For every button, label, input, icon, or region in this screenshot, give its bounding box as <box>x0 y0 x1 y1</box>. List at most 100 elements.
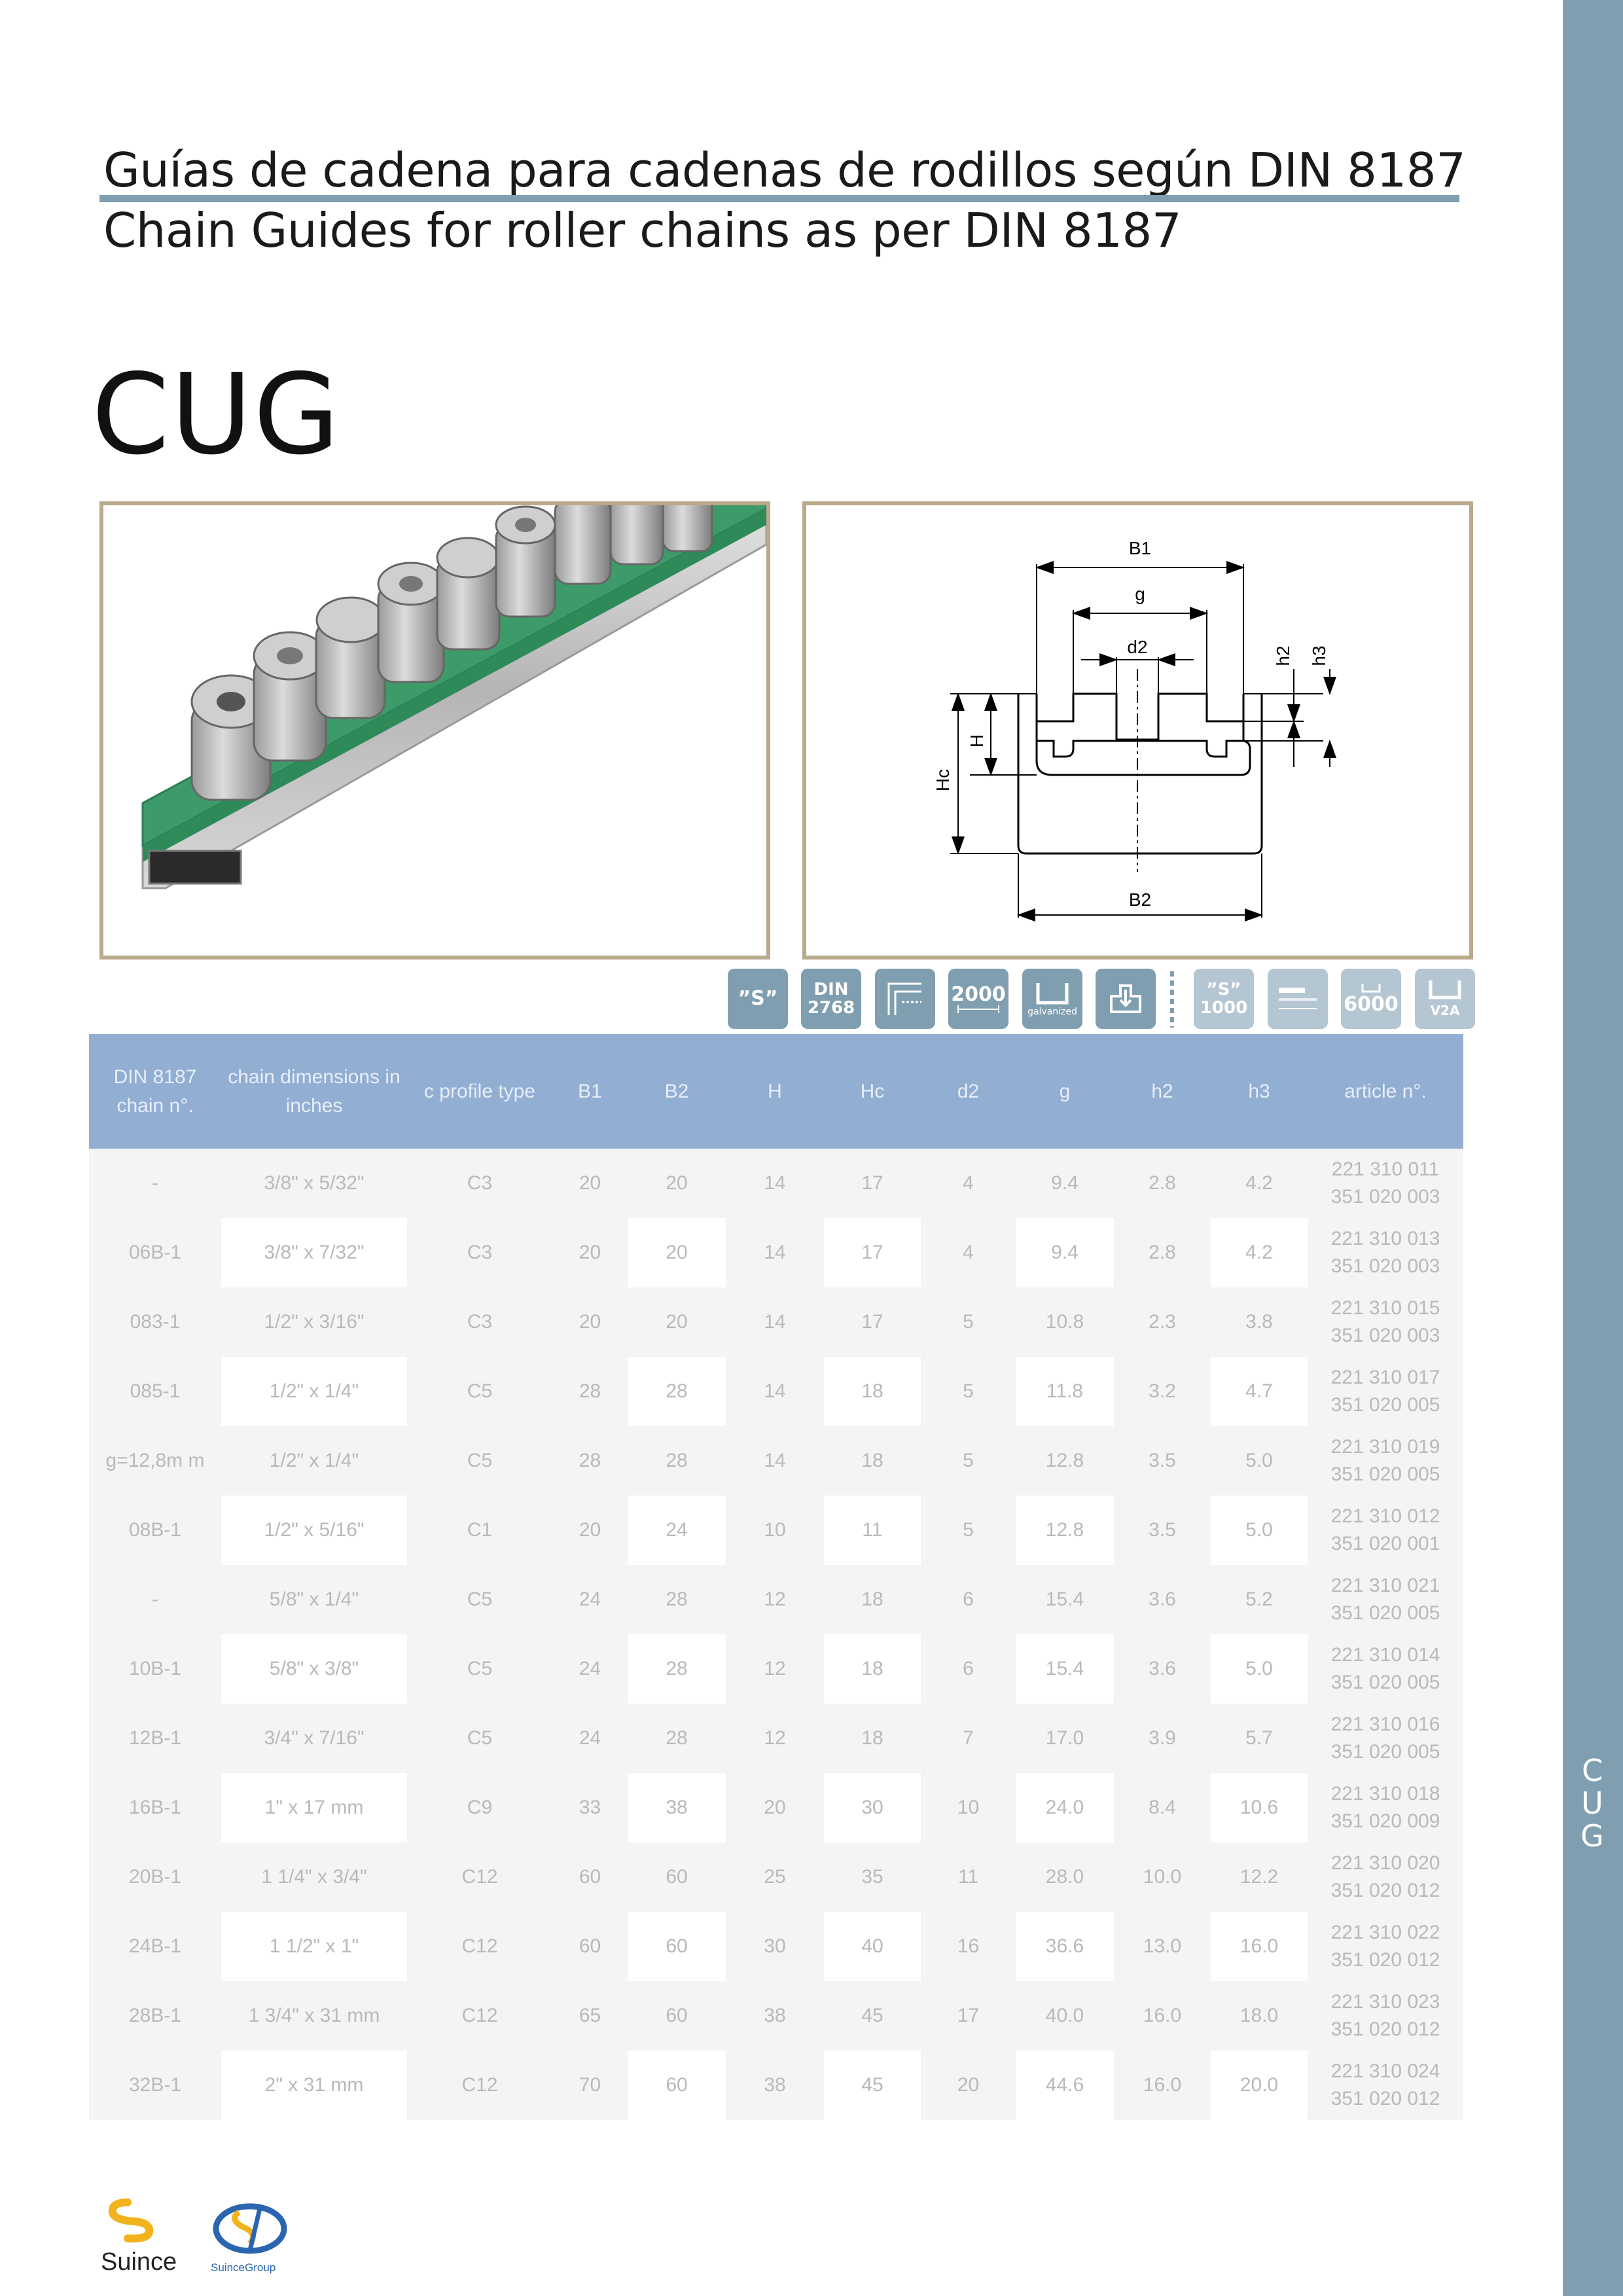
side-letter: U <box>1581 1785 1605 1821</box>
table-cell: 38 <box>726 1981 824 2051</box>
table-cell: 24 <box>628 1496 726 1565</box>
table-cell: 28 <box>628 1704 726 1773</box>
table-cell: 20 <box>552 1496 628 1565</box>
table-cell: 20B-1 <box>89 1842 221 1912</box>
profile-article-number: 351 020 003 <box>1330 1255 1440 1277</box>
brand-group-name: SuinceGroup <box>211 2261 276 2274</box>
table-cell: 28 <box>552 1426 628 1496</box>
table-cell: 10.0 <box>1114 1842 1211 1912</box>
table-cell: C5 <box>407 1357 552 1426</box>
table-cell: 17 <box>824 1149 921 1218</box>
table-cell: 18.0 <box>1211 1981 1308 2051</box>
table-cell: 20 <box>552 1149 628 1218</box>
table-cell: 24 <box>552 1704 628 1773</box>
product-photo <box>99 501 770 960</box>
table-cell: 14 <box>726 1218 824 1287</box>
table-cell: 06B-1 <box>89 1218 221 1287</box>
table-cell: 14 <box>726 1357 824 1426</box>
table-cell: 5.2 <box>1211 1565 1308 1634</box>
table-cell: 60 <box>628 1842 726 1912</box>
din-2768-icon: DIN 2768 <box>801 969 861 1029</box>
table-cell: C5 <box>407 1426 552 1496</box>
profile-article-number: 351 020 005 <box>1330 1394 1440 1416</box>
table-cell: 44.6 <box>1016 2051 1114 2120</box>
table-cell: 30 <box>824 1773 921 1842</box>
s-profile-icon: ”S” <box>728 969 788 1029</box>
table-cell: 12 <box>726 1565 824 1634</box>
title-english: Chain Guides for roller chains as per DI… <box>103 203 1182 258</box>
table-cell: 20 <box>552 1287 628 1357</box>
profile-section-icon <box>875 969 935 1029</box>
table-cell: 2.8 <box>1114 1149 1211 1218</box>
table-cell: 5 <box>921 1496 1016 1565</box>
side-product-code: C U G <box>1563 1754 1623 1852</box>
column-header: B1 <box>552 1034 628 1149</box>
length-2000-icon: 2000 <box>948 969 1008 1029</box>
table-cell: 3/8" x 5/32" <box>221 1149 407 1218</box>
table-cell: 18 <box>824 1426 921 1496</box>
table-cell: 3.5 <box>1114 1496 1211 1565</box>
table-cell: 28 <box>552 1357 628 1426</box>
table-cell: C12 <box>407 1912 552 1981</box>
table-cell: 5 <box>921 1357 1016 1426</box>
table-cell: 18 <box>824 1704 921 1773</box>
article-number: 221 310 024 <box>1330 2060 1440 2082</box>
table-cell: 20 <box>628 1287 726 1357</box>
article-number: 221 310 022 <box>1330 1922 1440 1943</box>
table-cell: C5 <box>407 1634 552 1704</box>
table-cell: C12 <box>407 1842 552 1912</box>
table-cell: 9.4 <box>1016 1149 1114 1218</box>
table-cell: 60 <box>552 1912 628 1981</box>
table-cell: 11 <box>824 1496 921 1565</box>
table-cell: 10 <box>921 1773 1016 1842</box>
table-cell: C3 <box>407 1218 552 1287</box>
cross-section-diagram: B1 g d2 B2 Hc H h2 h3 <box>933 538 1336 922</box>
table-cell: 4.2 <box>1211 1218 1308 1287</box>
column-header: H <box>726 1034 824 1149</box>
table-cell: 1 1/2" x 1" <box>221 1912 407 1981</box>
table-cell: 16.0 <box>1114 1981 1211 2051</box>
table-cell: - <box>89 1149 221 1218</box>
table-cell: 16B-1 <box>89 1773 221 1842</box>
table-cell: 24.0 <box>1016 1773 1114 1842</box>
table-cell: 30 <box>726 1912 824 1981</box>
s-1000-icon: ”S” 1000 <box>1194 969 1254 1029</box>
table-cell: 35 <box>824 1842 921 1912</box>
product-code: CUG <box>92 350 341 480</box>
side-letter: C <box>1581 1753 1605 1788</box>
table-cell: 5.0 <box>1211 1634 1308 1704</box>
column-header: article n°. <box>1308 1034 1463 1149</box>
table-cell: 14 <box>726 1149 824 1218</box>
table-cell: 5.0 <box>1211 1426 1308 1496</box>
table-cell: 1 3/4" x 31 mm <box>221 1981 407 2051</box>
side-band <box>1563 0 1623 2296</box>
table-cell: C5 <box>407 1704 552 1773</box>
table-cell: 5 <box>921 1287 1016 1357</box>
table-cell: 1/2" x 1/4" <box>221 1357 407 1426</box>
table-cell: 20 <box>628 1218 726 1287</box>
table-cell: 11 <box>921 1842 1016 1912</box>
table-cell: 08B-1 <box>89 1496 221 1565</box>
table-cell: 4 <box>921 1218 1016 1287</box>
table-cell: 28 <box>628 1426 726 1496</box>
profile-article-number: 351 020 012 <box>1330 2018 1440 2040</box>
table-cell: 11.8 <box>1016 1357 1114 1426</box>
length-bar-icon <box>1268 969 1328 1029</box>
column-header: h3 <box>1211 1034 1308 1149</box>
table-cell: 24 <box>552 1565 628 1634</box>
table-cell: 12.8 <box>1016 1496 1114 1565</box>
